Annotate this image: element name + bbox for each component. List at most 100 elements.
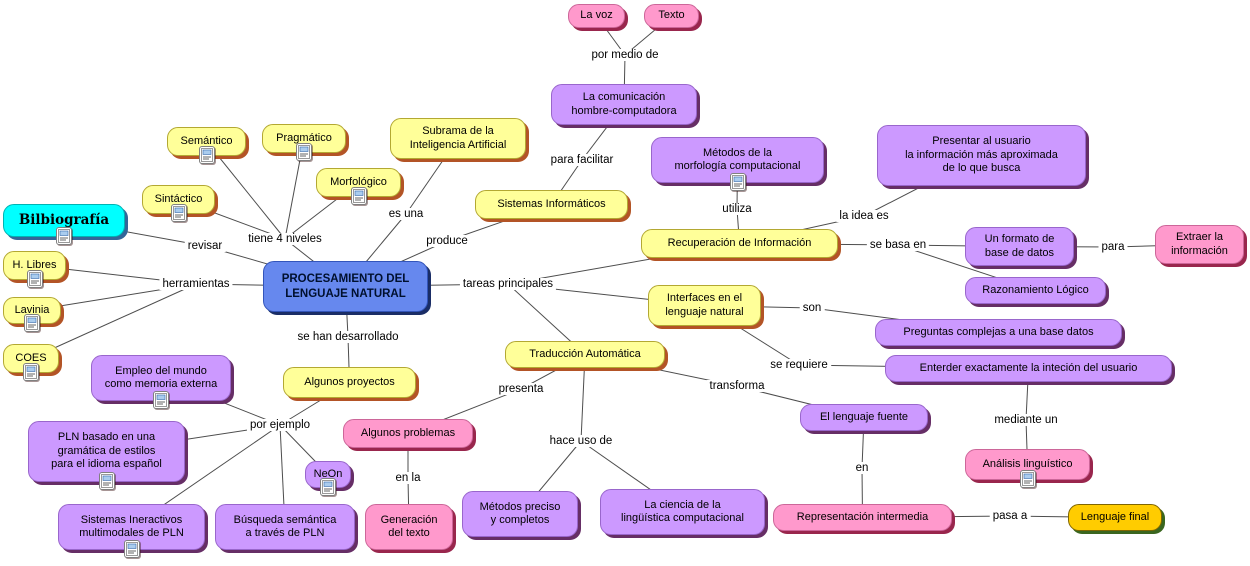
- resource-link-icon[interactable]: [56, 227, 72, 245]
- node-label: Algunos problemas: [360, 426, 456, 439]
- document-icon: [26, 316, 38, 330]
- link-phrase[interactable]: para: [1098, 241, 1128, 253]
- link-phrase[interactable]: pasa a: [989, 510, 1031, 522]
- node-label: Interfaces en el lenguaje natural: [665, 292, 744, 318]
- node-formato-bd[interactable]: Un formato de base de datos: [965, 227, 1074, 266]
- link-phrase[interactable]: por ejemplo: [246, 419, 314, 431]
- node-recuperacion[interactable]: Recuperación de Información: [641, 229, 838, 258]
- node-analisis[interactable]: Análisis linguístico: [965, 449, 1090, 488]
- node-label: Un formato de base de datos: [984, 233, 1055, 259]
- node-label: Métodos de la morfología computacional: [674, 146, 801, 172]
- node-sistemas-interactivos[interactable]: Sistemas Ineractivos multimodales de PLN: [58, 504, 205, 558]
- link-phrase[interactable]: utiliza: [719, 203, 755, 215]
- resource-link-icon[interactable]: [123, 540, 140, 558]
- node-semantico[interactable]: Semántico: [167, 127, 246, 164]
- node-ciencia[interactable]: La ciencia de la lingüística computacion…: [600, 489, 765, 535]
- resource-link-icon[interactable]: [170, 204, 187, 222]
- link-phrase[interactable]: herramientas: [159, 278, 233, 290]
- node-generacion[interactable]: Generación del texto: [365, 504, 453, 550]
- node-metodos-precisos[interactable]: Métodos preciso y completos: [462, 491, 578, 537]
- node-algunos-problemas[interactable]: Algunos problemas: [343, 419, 473, 448]
- connector-line: [30, 283, 197, 359]
- link-phrase[interactable]: mediante un: [991, 414, 1061, 426]
- link-phrase[interactable]: se han desarrollado: [294, 331, 402, 343]
- node-preguntas[interactable]: Preguntas complejas a una base datos: [875, 319, 1122, 346]
- resource-link-icon[interactable]: [153, 391, 169, 409]
- resource-link-icon[interactable]: [23, 363, 39, 381]
- node-entender[interactable]: Enterder exactamente la inteción del usu…: [885, 355, 1172, 382]
- node-presentar-usuario[interactable]: Presentar al usuario la información más …: [877, 125, 1086, 186]
- link-phrase[interactable]: por medio de: [588, 49, 662, 61]
- link-phrase[interactable]: se basa en: [866, 239, 930, 251]
- node-h-libres[interactable]: H. Libres: [3, 251, 66, 288]
- link-phrase[interactable]: se requiere: [767, 359, 831, 371]
- node-algunos-proyectos[interactable]: Algunos proyectos: [283, 367, 416, 398]
- link-phrase[interactable]: presenta: [495, 383, 547, 395]
- resource-link-icon[interactable]: [1019, 470, 1036, 488]
- document-icon: [200, 148, 213, 162]
- document-icon: [125, 542, 138, 556]
- node-label: NeOn: [313, 467, 343, 480]
- node-pln[interactable]: PROCESAMIENTO DEL LENGUAJE NATURAL: [263, 261, 428, 312]
- node-label: La comunicación hombre-computadora: [571, 91, 677, 117]
- node-neon[interactable]: NeOn: [305, 461, 351, 496]
- link-phrase[interactable]: son: [799, 302, 825, 314]
- node-sistemas-informaticos[interactable]: Sistemas Informáticos: [475, 190, 628, 219]
- connector-line: [580, 354, 586, 442]
- node-lenguaje-final[interactable]: Lenguaje final: [1068, 504, 1162, 531]
- link-phrase[interactable]: la idea es: [836, 210, 892, 222]
- link-phrase[interactable]: en: [852, 462, 872, 474]
- link-phrase[interactable]: hace uso de: [546, 435, 616, 447]
- node-label: COES: [15, 351, 47, 364]
- resource-link-icon[interactable]: [98, 472, 115, 490]
- node-subrama[interactable]: Subrama de la Inteligencia Artificial: [390, 118, 526, 159]
- node-busqueda[interactable]: Búsqueda semántica a través de PLN: [215, 504, 355, 550]
- node-lenguaje-fuente[interactable]: El lenguaje fuente: [800, 404, 928, 431]
- node-lavinia[interactable]: Lavinia: [3, 297, 61, 332]
- node-sintactico[interactable]: Sintáctico: [142, 185, 215, 222]
- node-pln-gramatica[interactable]: PLN basado en una gramática de estilos p…: [28, 421, 185, 490]
- node-coes[interactable]: COES: [3, 344, 59, 381]
- resource-link-icon[interactable]: [350, 187, 367, 205]
- link-phrase[interactable]: en la: [392, 472, 424, 484]
- connector-line: [206, 141, 286, 240]
- node-bibliografia[interactable]: Bilbiografía: [3, 204, 125, 245]
- link-phrase[interactable]: tareas principales: [459, 278, 557, 290]
- node-label: Preguntas complejas a una base datos: [903, 325, 1094, 338]
- resource-link-icon[interactable]: [26, 270, 43, 288]
- node-label: Sistemas Informáticos: [497, 197, 606, 210]
- node-label: H. Libres: [12, 258, 57, 271]
- node-la-voz[interactable]: La voz: [568, 4, 625, 28]
- document-icon: [155, 393, 167, 407]
- resource-link-icon[interactable]: [24, 314, 40, 332]
- node-texto[interactable]: Texto: [644, 4, 699, 28]
- node-label: Algunos proyectos: [304, 375, 395, 388]
- node-label: Semántico: [180, 134, 233, 147]
- node-razonamiento[interactable]: Razonamiento Lógico: [965, 277, 1106, 304]
- document-icon: [1021, 472, 1034, 486]
- node-label: Extraer la información: [1171, 231, 1228, 257]
- node-morfologico[interactable]: Morfológico: [316, 168, 401, 205]
- node-extraer[interactable]: Extraer la información: [1155, 225, 1244, 264]
- node-traduccion[interactable]: Traducción Automática: [505, 341, 665, 368]
- node-comunicacion[interactable]: La comunicación hombre-computadora: [551, 84, 697, 125]
- node-empleo-mundo[interactable]: Empleo del mundo como memoria externa: [91, 355, 231, 409]
- link-phrase[interactable]: es una: [385, 208, 427, 220]
- node-metodos-morfologia[interactable]: Métodos de la morfología computacional: [651, 137, 824, 191]
- link-phrase[interactable]: para facilitar: [547, 154, 617, 166]
- node-label: Pragmático: [276, 131, 332, 144]
- link-phrase[interactable]: produce: [423, 235, 471, 247]
- resource-link-icon[interactable]: [198, 146, 215, 164]
- node-label: Subrama de la Inteligencia Artificial: [409, 125, 507, 151]
- link-phrase[interactable]: revisar: [184, 240, 226, 252]
- node-pragmatico[interactable]: Pragmático: [262, 124, 346, 161]
- node-label: Morfológico: [330, 175, 387, 188]
- node-interfaces[interactable]: Interfaces en el lenguaje natural: [648, 285, 761, 326]
- link-phrase[interactable]: tiene 4 niveles: [245, 233, 325, 245]
- link-phrase[interactable]: transforma: [706, 380, 768, 392]
- document-icon: [100, 474, 113, 488]
- resource-link-icon[interactable]: [296, 143, 312, 161]
- resource-link-icon[interactable]: [320, 478, 336, 496]
- resource-link-icon[interactable]: [729, 173, 746, 191]
- node-representacion[interactable]: Representación intermedia: [773, 504, 952, 531]
